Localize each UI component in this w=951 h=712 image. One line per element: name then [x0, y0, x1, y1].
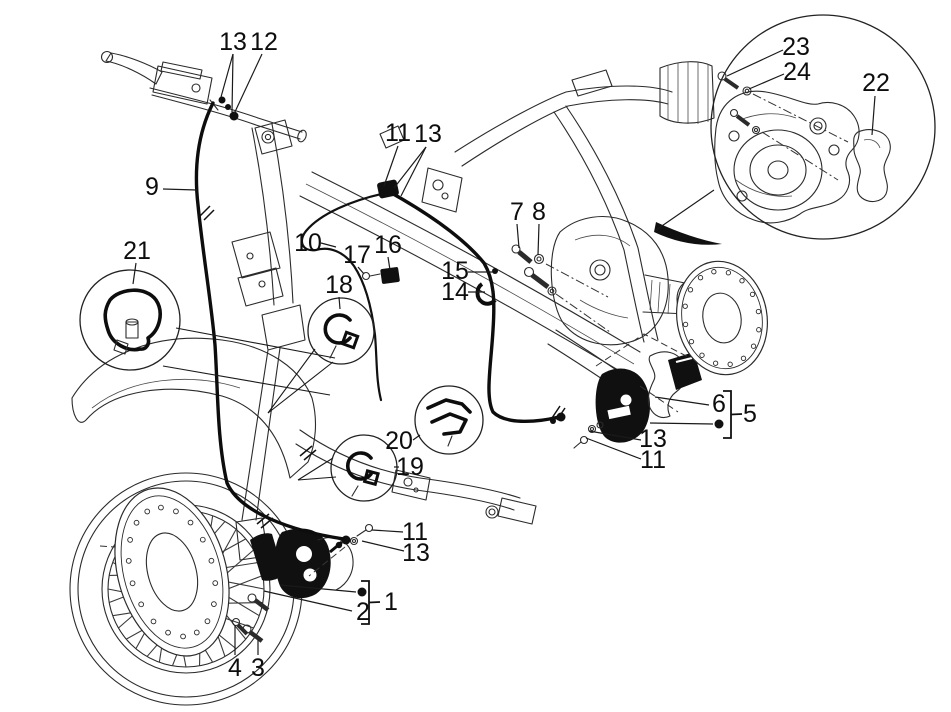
detail-pointer-line [298, 458, 333, 480]
part-number: 18 [325, 271, 353, 299]
part-number: 12 [250, 28, 278, 56]
detail-pointer-line [298, 477, 336, 480]
leader-line [655, 397, 709, 405]
leader-line [872, 96, 875, 135]
callout-14-15: 14 [441, 278, 485, 306]
part-number: 17 [343, 241, 371, 269]
leader-line [362, 541, 404, 551]
part-number: 13 [219, 28, 247, 56]
clip-18-glyph [325, 315, 357, 358]
part-number: 5 [743, 400, 757, 428]
part-number: 6 [712, 390, 726, 418]
leader-line [133, 263, 136, 284]
part-number: 23 [782, 33, 810, 61]
leader-line [538, 224, 539, 255]
grommet-21-glyph [105, 290, 160, 354]
callout-13-23: 13 [362, 539, 430, 567]
part-number: 2 [356, 598, 370, 626]
part-number: 3 [251, 654, 265, 682]
callout-24-5: 24 [749, 58, 811, 89]
leader-line [384, 146, 398, 186]
leader-line [221, 54, 233, 97]
callout-9-7: 9 [145, 173, 197, 201]
callout-5-28: 5 [743, 400, 757, 428]
leader-line [749, 74, 784, 89]
part-number: 21 [123, 237, 151, 265]
leader-line [394, 147, 426, 188]
part-number: 14 [441, 278, 469, 306]
callout-11-2: 11 [384, 119, 411, 186]
part-number: 20 [385, 427, 413, 455]
leader-line [727, 50, 783, 76]
callout-1-27: 1 [384, 588, 398, 616]
part-number: 1 [384, 588, 398, 616]
callout-3-26: 3 [251, 640, 265, 682]
detail-pointer-line [163, 366, 330, 395]
front-brake-caliper [250, 525, 373, 599]
leader-line [321, 243, 336, 247]
callout-20-17: 20 [385, 427, 420, 455]
leader-line [413, 435, 420, 440]
part-number: 4 [228, 654, 242, 682]
leader-line [401, 147, 426, 196]
callout-7-8: 7 [510, 198, 524, 248]
callout-16-11: 16 [374, 231, 402, 270]
detail-pointer-line [656, 190, 714, 230]
part-number: 13 [414, 120, 442, 148]
leader-line [163, 189, 197, 190]
group-dot [358, 588, 367, 597]
bolt-7-8 [512, 245, 556, 295]
callout-18-16: 18 [325, 271, 353, 309]
handlebar-master-cylinder [102, 52, 308, 155]
callout-6-19: 6 [655, 390, 726, 418]
front-banjo-fittings [219, 97, 239, 121]
callout-22-6: 22 [862, 69, 890, 135]
part-number: 24 [783, 58, 811, 86]
part-number: 11 [385, 119, 411, 147]
part-number: 16 [374, 231, 402, 259]
part-number: 7 [510, 198, 524, 226]
callout-10-10: 10 [294, 229, 336, 257]
leader-line [517, 224, 519, 248]
leader-line [234, 54, 262, 114]
part-number: 22 [862, 69, 890, 97]
callout-4-25: 4 [228, 625, 242, 682]
part-number: 11 [640, 446, 666, 474]
callout-19-18: 19 [394, 453, 424, 481]
callout-21-13: 21 [123, 237, 151, 284]
clip-20-glyph [428, 400, 470, 446]
part-number: 19 [396, 453, 424, 481]
rear-brake-hose [300, 179, 565, 460]
group-dot [715, 420, 724, 429]
rear-brake-caliper [550, 352, 702, 448]
leader-line [372, 530, 403, 532]
leader-line [232, 54, 233, 112]
part-number: 9 [145, 173, 159, 201]
part-number: 10 [294, 229, 322, 257]
callout-2-24: 2 [264, 591, 370, 626]
front-brake-hose [196, 103, 344, 539]
callout-8-9: 8 [532, 198, 546, 255]
part-number: 13 [402, 539, 430, 567]
part-number: 8 [532, 198, 546, 226]
